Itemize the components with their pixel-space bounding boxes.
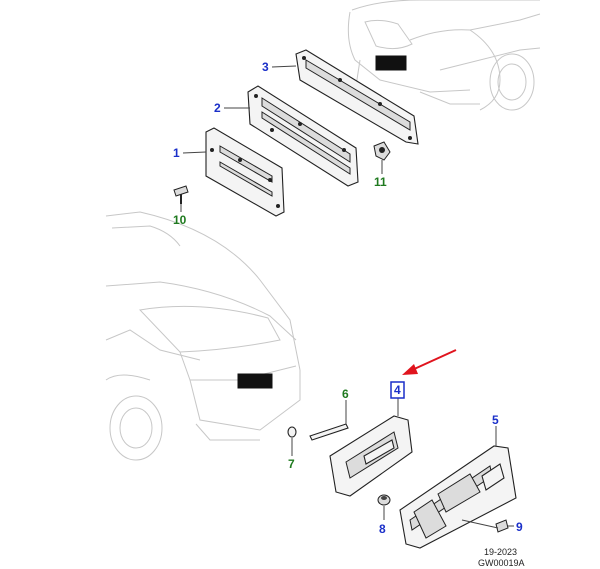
callout-2[interactable]: 2	[214, 101, 221, 115]
callout-7[interactable]: 7	[288, 457, 295, 471]
red-pointer-arrow	[402, 349, 457, 375]
callout-4-highlight-box	[390, 381, 405, 399]
part-5-rear-plate-bracket	[399, 445, 517, 549]
part-6-adhesive-strip	[309, 423, 349, 441]
callout-6[interactable]: 6	[342, 387, 349, 401]
callout-11[interactable]: 11	[374, 175, 387, 189]
leader-lines	[180, 65, 514, 527]
part-9-rear-screw	[461, 519, 509, 533]
part-8-grommet	[377, 494, 391, 506]
part-4-rear-plate-holder	[329, 415, 413, 497]
part-11-clip	[373, 141, 391, 161]
callout-8[interactable]: 8	[379, 522, 386, 536]
part-1-front-plate-holder	[205, 127, 285, 217]
part-2-front-plate-bracket	[247, 85, 359, 187]
callout-10[interactable]: 10	[173, 213, 187, 227]
part-10-screw	[173, 185, 189, 204]
footer-code: GW00019A	[478, 558, 525, 568]
callout-4[interactable]: 4	[394, 383, 401, 397]
callout-1[interactable]: 1	[173, 146, 180, 160]
callout-5[interactable]: 5	[492, 413, 499, 427]
footer-year: 19-2023	[484, 547, 517, 557]
callout-9[interactable]: 9	[516, 520, 523, 534]
rear-car-illustration	[105, 211, 301, 461]
part-7-plug	[287, 426, 297, 438]
part-3-front-bracket	[295, 49, 419, 145]
callout-3[interactable]: 3	[262, 60, 269, 74]
